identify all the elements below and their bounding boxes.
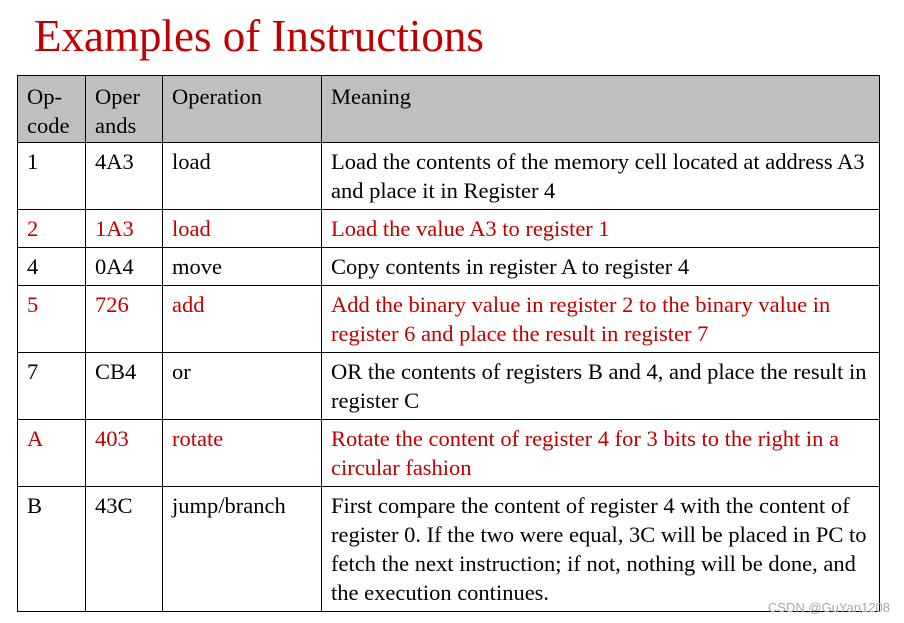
cell-opcode: B <box>17 486 86 612</box>
cell-meaning: Copy contents in register A to register … <box>321 247 880 286</box>
header-row: Op-code Oper ands Operation Meaning <box>17 75 880 143</box>
table-row: 5 726 add Add the binary value in regist… <box>17 285 880 353</box>
cell-operation: move <box>162 247 322 286</box>
watermark-text: CSDN @GuYan1208 <box>767 600 890 615</box>
cell-operation: load <box>162 209 322 248</box>
cell-opcode: 5 <box>17 285 86 353</box>
table-body: 1 4A3 load Load the contents of the memo… <box>17 142 880 612</box>
table-header: Op-code Oper ands Operation Meaning <box>17 75 880 143</box>
table-row: 2 1A3 load Load the value A3 to register… <box>17 209 880 248</box>
cell-operation: or <box>162 352 322 420</box>
cell-meaning: Rotate the content of register 4 for 3 b… <box>321 419 880 487</box>
cell-operands: 43C <box>85 486 163 612</box>
table-row: B 43C jump/branch First compare the cont… <box>17 486 880 612</box>
cell-meaning: OR the contents of registers B and 4, an… <box>321 352 880 420</box>
cell-operands: 4A3 <box>85 142 163 210</box>
cell-operation: rotate <box>162 419 322 487</box>
cell-operands: 403 <box>85 419 163 487</box>
cell-meaning: First compare the content of register 4 … <box>321 486 880 612</box>
cell-opcode: A <box>17 419 86 487</box>
table-row: 1 4A3 load Load the contents of the memo… <box>17 142 880 210</box>
cell-operands: CB4 <box>85 352 163 420</box>
header-opcode: Op-code <box>17 75 86 143</box>
header-operands: Oper ands <box>85 75 163 143</box>
cell-operation: jump/branch <box>162 486 322 612</box>
header-operation: Operation <box>162 75 322 143</box>
table-row: 7 CB4 or OR the contents of registers B … <box>17 352 880 420</box>
slide-title: Examples of Instructions <box>34 11 484 61</box>
header-meaning: Meaning <box>321 75 880 143</box>
cell-operation: load <box>162 142 322 210</box>
table-row: A 403 rotate Rotate the content of regis… <box>17 419 880 487</box>
cell-operation: add <box>162 285 322 353</box>
cell-opcode: 7 <box>17 352 86 420</box>
cell-operands: 0A4 <box>85 247 163 286</box>
cell-meaning: Load the value A3 to register 1 <box>321 209 880 248</box>
instructions-table: Op-code Oper ands Operation Meaning 1 4A… <box>17 75 880 612</box>
cell-opcode: 2 <box>17 209 86 248</box>
cell-meaning: Load the contents of the memory cell loc… <box>321 142 880 210</box>
cell-operands: 1A3 <box>85 209 163 248</box>
cell-opcode: 4 <box>17 247 86 286</box>
cell-meaning: Add the binary value in register 2 to th… <box>321 285 880 353</box>
cell-opcode: 1 <box>17 142 86 210</box>
cell-operands: 726 <box>85 285 163 353</box>
table-row: 4 0A4 move Copy contents in register A t… <box>17 247 880 286</box>
